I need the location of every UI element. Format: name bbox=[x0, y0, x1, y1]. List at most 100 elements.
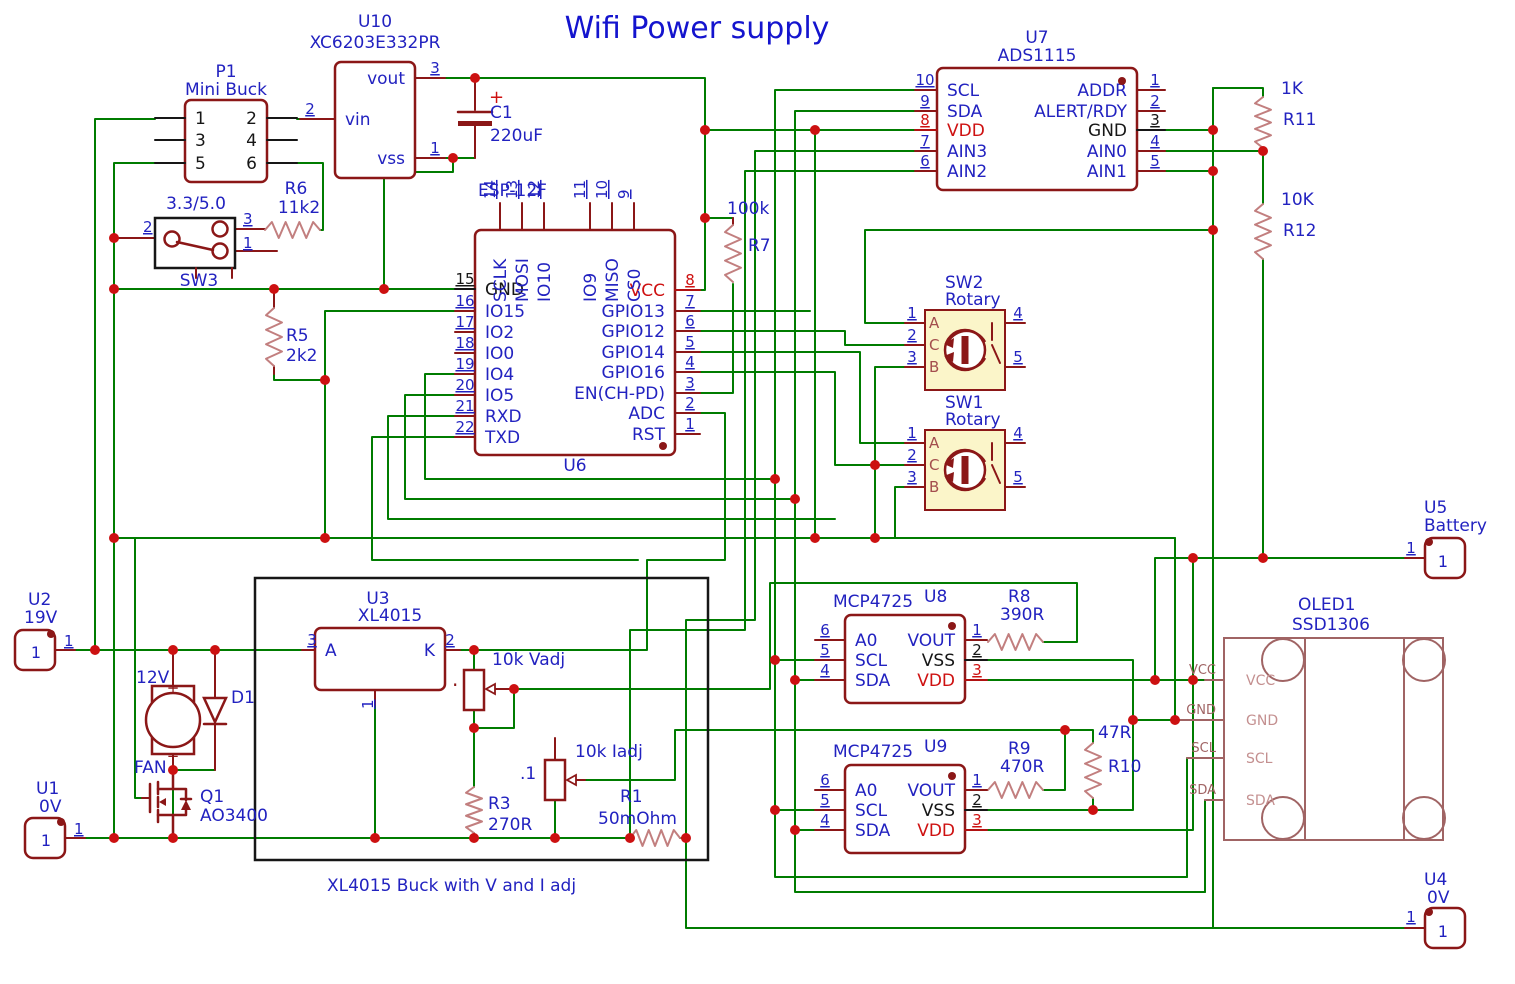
resistor-R5[interactable] bbox=[265, 307, 283, 367]
wire-segment bbox=[465, 786, 483, 834]
potentiometer-Iadj[interactable] bbox=[543, 758, 586, 802]
terminal-U1[interactable] bbox=[23, 816, 67, 860]
pin-name: 2 bbox=[246, 109, 257, 129]
resistor-R8[interactable] bbox=[987, 633, 1044, 651]
component-label: 1K bbox=[1281, 79, 1304, 99]
junction-dot bbox=[210, 645, 220, 655]
component-label: U9 bbox=[924, 737, 947, 757]
rotary-arrow-top bbox=[946, 449, 987, 463]
terminal-U5[interactable] bbox=[1423, 536, 1467, 580]
component-U6[interactable]: 15GND16IO1517IO218IO019IO420IO521RXD22TX… bbox=[454, 180, 701, 457]
resistor-R3[interactable] bbox=[465, 786, 483, 834]
terminal-body bbox=[1423, 536, 1467, 580]
component-label: 100k bbox=[727, 199, 769, 219]
pin-number: 7 bbox=[685, 292, 695, 310]
pin-name: vss bbox=[377, 149, 405, 169]
pin-number: 10 bbox=[593, 180, 611, 199]
resistor-R9[interactable] bbox=[987, 781, 1044, 799]
component-C1[interactable]: + bbox=[456, 87, 504, 126]
polarity-plus: + bbox=[167, 679, 180, 697]
pin-number: 5 bbox=[1013, 348, 1023, 366]
wire-segment bbox=[424, 373, 776, 480]
terminal-U2[interactable] bbox=[13, 628, 57, 672]
component-FAN-12V[interactable]: +− bbox=[144, 679, 202, 765]
junction-dot bbox=[109, 833, 119, 843]
pin-name: ADDR bbox=[1077, 81, 1127, 101]
pin-name: VSS bbox=[922, 651, 955, 671]
component-Q1[interactable] bbox=[148, 768, 193, 840]
pin-name: VDD bbox=[917, 671, 955, 691]
mosfet-arrow bbox=[181, 800, 191, 810]
component-label: SSD1306 bbox=[1292, 615, 1370, 635]
wire-segment bbox=[629, 170, 916, 839]
line bbox=[991, 464, 1001, 484]
wire-segment bbox=[371, 436, 639, 561]
pin-number: 1 bbox=[972, 771, 982, 789]
junction-dot bbox=[770, 655, 780, 665]
pin-number: 6 bbox=[820, 771, 830, 789]
component-label: 1 bbox=[243, 234, 253, 252]
pin-name: A bbox=[325, 641, 337, 661]
component-label: R10 bbox=[1108, 757, 1141, 777]
component-label: 10k Vadj bbox=[492, 650, 565, 670]
component-label: ESP-12F bbox=[478, 181, 547, 201]
pin-name: vout bbox=[367, 69, 405, 89]
pin-name: IO5 bbox=[485, 386, 514, 406]
pin-name: IO10 bbox=[535, 262, 555, 302]
junction-dot bbox=[790, 675, 800, 685]
component-SW3[interactable] bbox=[153, 216, 237, 279]
wire-segment bbox=[1212, 87, 1264, 98]
pin-name: MOSI bbox=[513, 258, 533, 302]
pin-name: 3 bbox=[195, 131, 206, 151]
pin-number: 9 bbox=[920, 92, 930, 110]
junction-dot bbox=[1128, 715, 1138, 725]
pin-name: EN(CH-PD) bbox=[574, 384, 665, 404]
component-label: 270R bbox=[488, 815, 532, 835]
junction-dot bbox=[625, 833, 635, 843]
component-label: U1 bbox=[36, 779, 59, 799]
junction-dot bbox=[1188, 553, 1198, 563]
junction-dot bbox=[379, 284, 389, 294]
wire-segment bbox=[629, 829, 681, 847]
pin-number: 3 bbox=[907, 348, 917, 366]
resistor-R10[interactable] bbox=[1084, 742, 1102, 799]
pin-number: 12 bbox=[525, 180, 543, 199]
pin-name: RXD bbox=[485, 407, 522, 427]
junction-dot bbox=[90, 645, 100, 655]
pin-name: AIN3 bbox=[947, 142, 987, 162]
resistor-R1[interactable] bbox=[629, 829, 681, 847]
pin-name: AIN1 bbox=[1087, 162, 1127, 182]
resistor-R12[interactable] bbox=[1254, 203, 1272, 260]
pin-number: 4 bbox=[820, 811, 830, 829]
rotary-letter: C bbox=[929, 456, 939, 474]
junction-dot bbox=[700, 213, 710, 223]
wire-segment bbox=[699, 330, 906, 346]
terminal-U4[interactable] bbox=[1423, 906, 1467, 950]
component-D1[interactable] bbox=[202, 696, 228, 726]
junction-dot bbox=[1258, 553, 1268, 563]
resistor-R6[interactable] bbox=[264, 221, 321, 239]
junction-dot bbox=[320, 375, 330, 385]
junction-dot bbox=[320, 533, 330, 543]
component-label: 390R bbox=[1000, 605, 1044, 625]
junction-dot bbox=[168, 765, 178, 775]
component-label: 0V bbox=[1427, 888, 1450, 908]
resistor-R7[interactable] bbox=[724, 224, 742, 283]
pin-name: VDD bbox=[917, 821, 955, 841]
component-label: Battery bbox=[1424, 516, 1487, 536]
oled-pin-label: SDA bbox=[1189, 783, 1216, 798]
resistor-R11[interactable] bbox=[1254, 96, 1272, 149]
pin-number: 1 bbox=[685, 415, 695, 433]
component-label: 47R bbox=[1098, 723, 1132, 743]
